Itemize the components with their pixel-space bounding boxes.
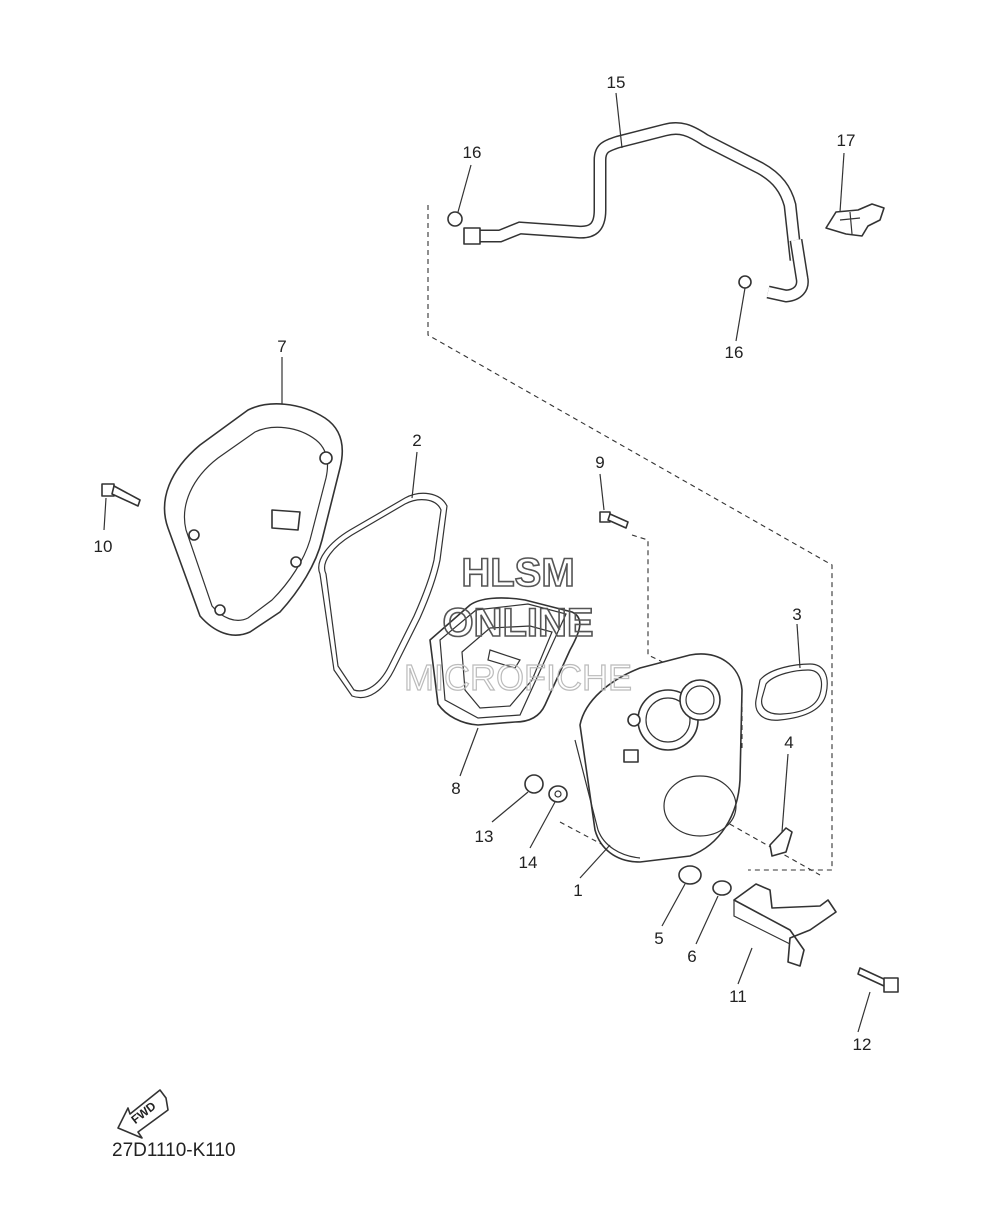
callout-4: 4	[784, 733, 793, 752]
callout-5: 5	[654, 929, 663, 948]
callout-1: 1	[573, 881, 582, 900]
clip	[769, 827, 793, 857]
callout-13: 13	[475, 827, 494, 846]
hose-clamp-upper	[447, 211, 463, 227]
cover-gasket	[318, 492, 448, 699]
callout-3: 3	[792, 605, 801, 624]
air-cleaner-cover	[163, 403, 344, 636]
washer-14	[548, 785, 568, 803]
diagram-code: 27D1110-K110	[112, 1140, 236, 1161]
bolt-10	[101, 483, 141, 507]
callout-14: 14	[519, 853, 538, 872]
leader-lines	[103, 92, 871, 1033]
callout-16-upper: 16	[463, 143, 482, 162]
watermark-line-2: ONLINE	[442, 601, 593, 645]
callout-11: 11	[729, 987, 747, 1006]
callout-17: 17	[837, 131, 856, 150]
hose-holder	[825, 203, 885, 237]
air-cleaner-case	[574, 653, 743, 863]
collar-6	[712, 880, 732, 896]
callout-12: 12	[853, 1035, 872, 1054]
callout-8: 8	[451, 779, 460, 798]
callout-16-lower: 16	[725, 343, 744, 362]
callout-9: 9	[595, 453, 604, 472]
watermark-line-1: HLSM	[461, 551, 574, 595]
bracket	[733, 883, 837, 967]
callout-15: 15	[607, 73, 626, 92]
nut-13	[524, 774, 544, 794]
bolt-12	[857, 967, 899, 993]
callout-7: 7	[277, 337, 286, 356]
fwd-arrow-icon: FWD	[117, 1089, 169, 1139]
watermark-line-3: MICROFICHE	[404, 657, 632, 698]
callout-2: 2	[412, 431, 421, 450]
callout-6: 6	[687, 947, 696, 966]
seal-ring	[755, 663, 828, 721]
bolt-9	[599, 511, 629, 529]
callout-10: 10	[94, 537, 113, 556]
hose-clamp-lower	[738, 275, 752, 289]
air-filter-element	[429, 597, 581, 726]
breather-hose	[463, 121, 809, 303]
grommet-5	[678, 865, 702, 885]
